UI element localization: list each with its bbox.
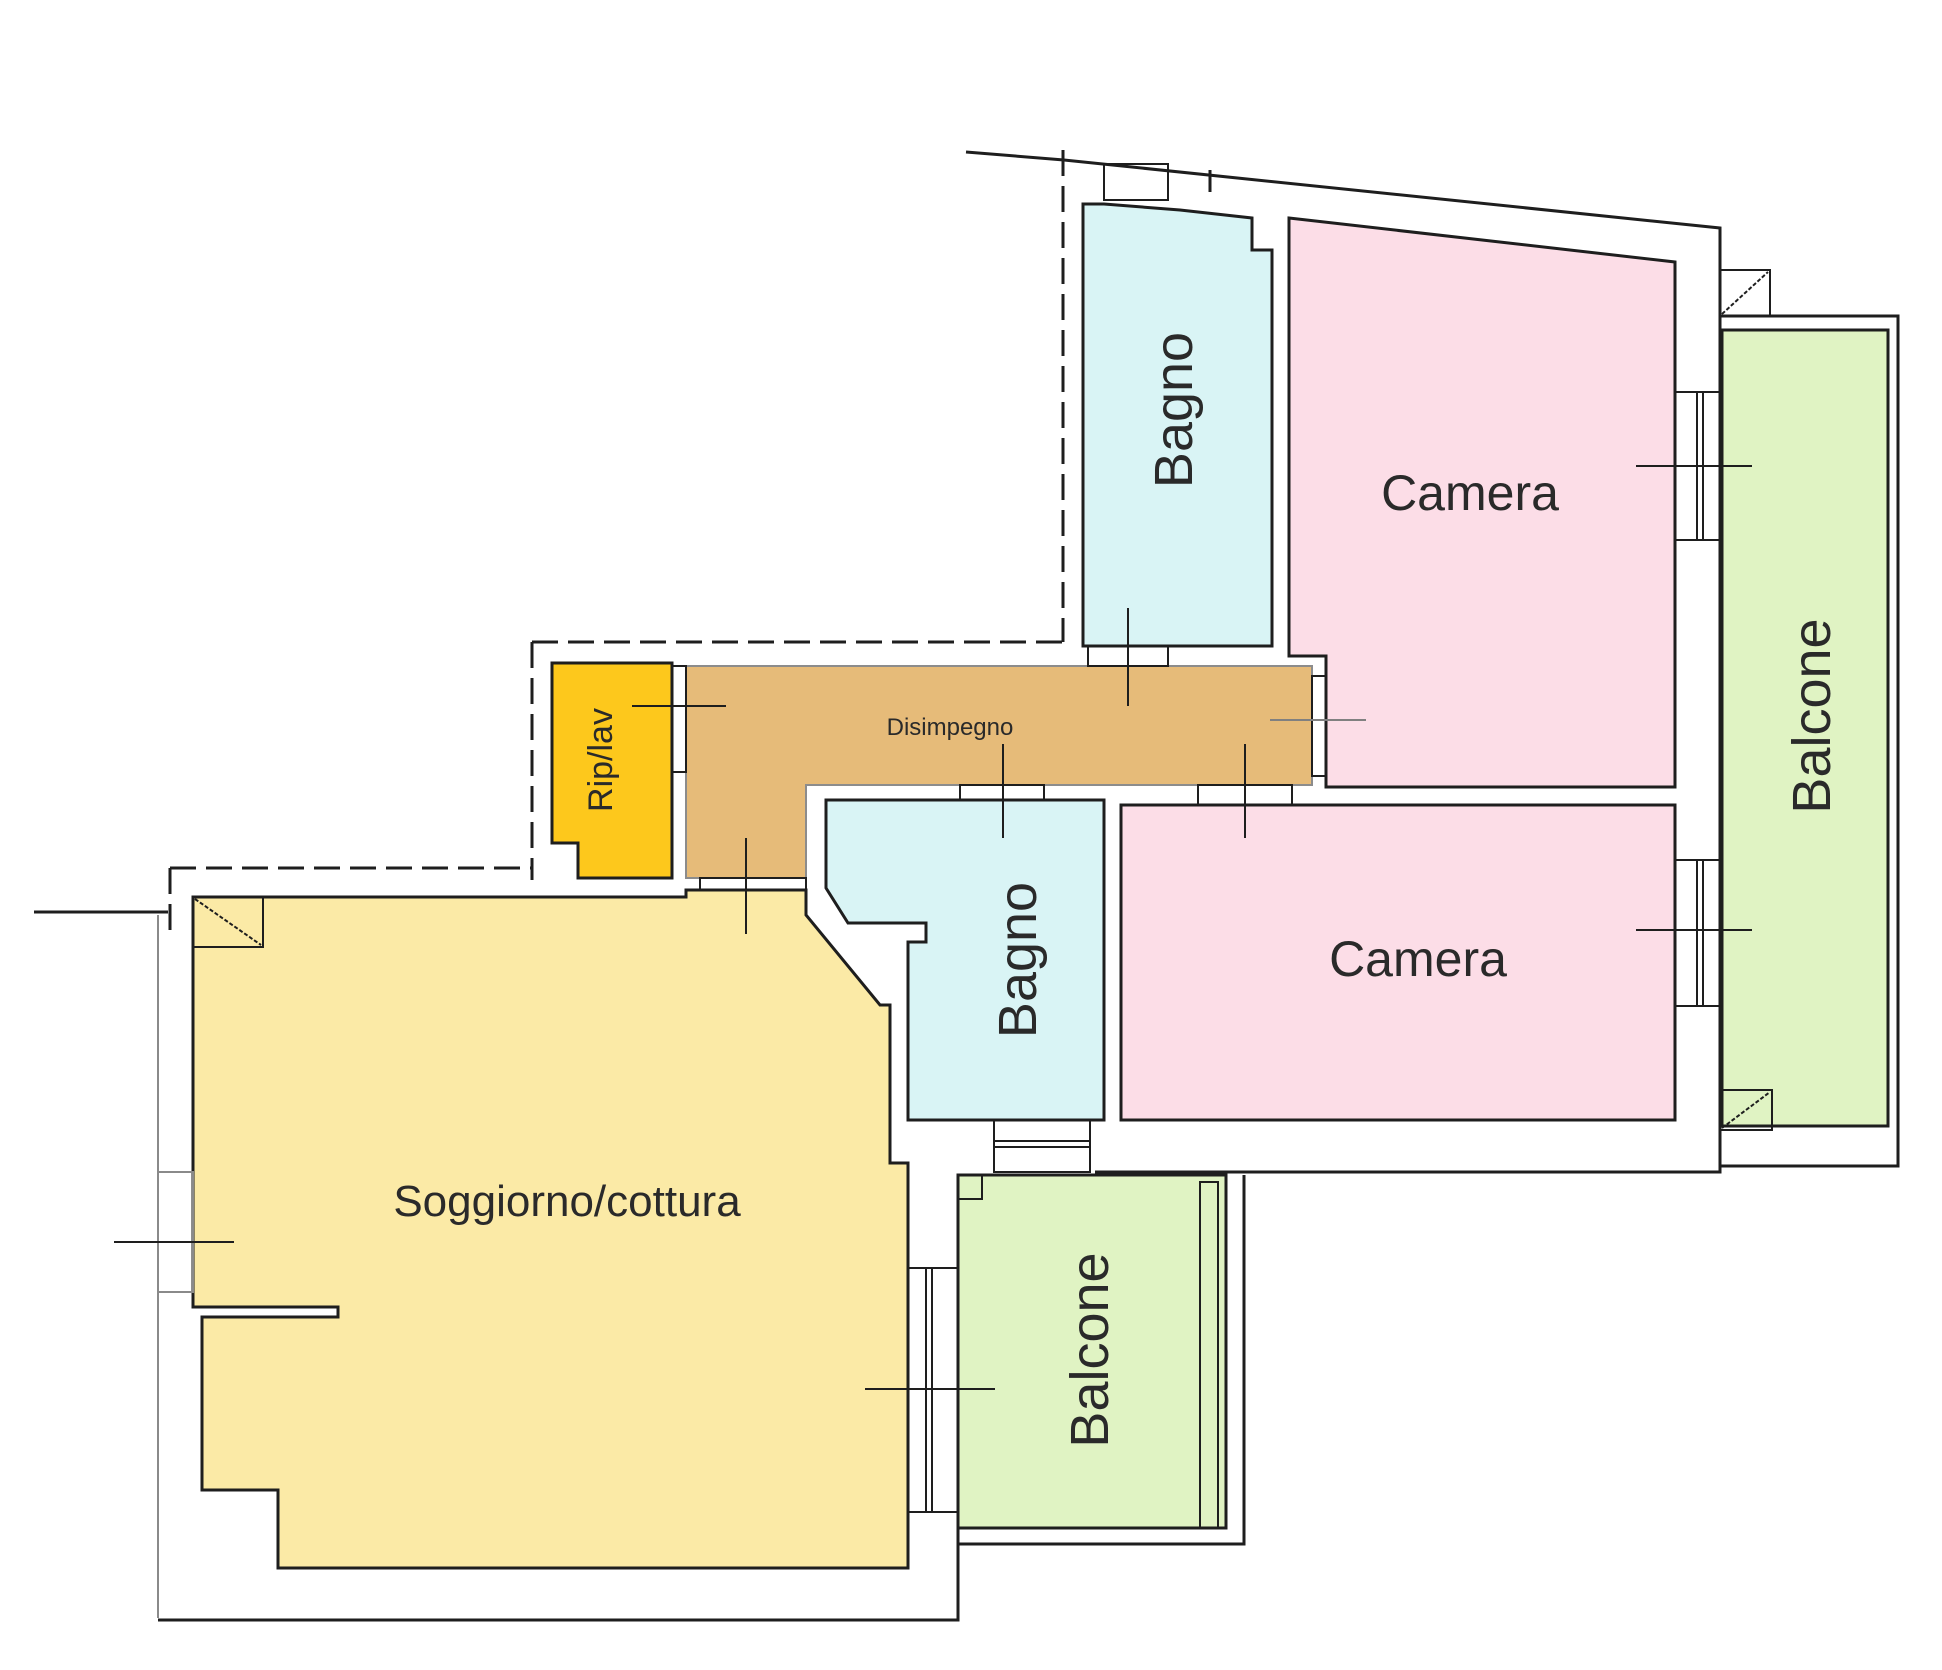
label-bagno-top: Bagno — [1144, 332, 1204, 488]
shaft-boxes — [192, 163, 1773, 1131]
room-rip-lav[interactable] — [550, 661, 674, 880]
room-disimpegno[interactable] — [685, 665, 1313, 879]
balcone-parapet — [1199, 1181, 1219, 1529]
room-balcone-right[interactable] — [1720, 328, 1890, 1128]
label-balcone-right: Balcone — [1782, 618, 1842, 813]
label-disimpegno: Disimpegno — [887, 714, 1014, 741]
room-camera-top[interactable] — [1287, 216, 1677, 789]
label-camera-top: Camera — [1381, 465, 1559, 521]
label-rip-lav: Rip/lav — [582, 708, 620, 812]
balcone-bottom-outer — [958, 1175, 1246, 1546]
door-markers — [114, 465, 1752, 1390]
label-balcone-bottom: Balcone — [1060, 1252, 1120, 1447]
room-camera-bottom[interactable] — [1119, 803, 1677, 1122]
label-camera-bottom: Camera — [1329, 931, 1507, 987]
balcone-right-outer — [1720, 314, 1900, 1168]
room-bagno-bottom[interactable] — [824, 798, 1106, 1122]
bottom-outer-wall — [158, 1498, 960, 1622]
balcone-corner-post — [957, 1174, 983, 1200]
label-soggiorno: Soggiorno/cottura — [393, 1177, 741, 1226]
outer-walls — [34, 150, 1900, 1622]
room-soggiorno[interactable] — [191, 888, 910, 1570]
right-outer-wall — [1095, 320, 1722, 1174]
label-bagno-bottom: Bagno — [988, 882, 1048, 1038]
